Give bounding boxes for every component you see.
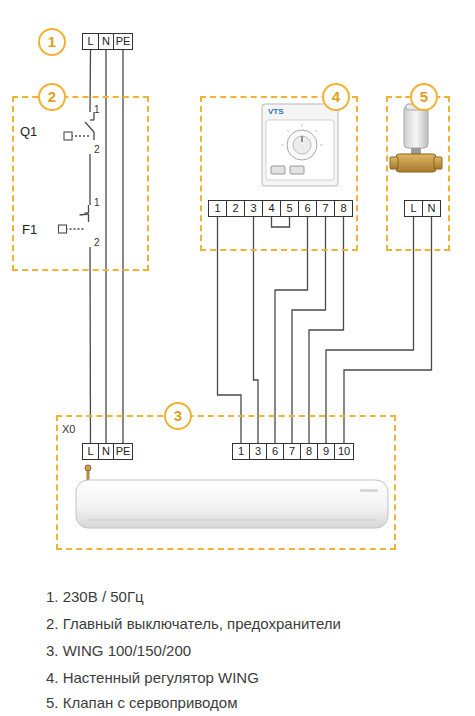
pin-number: 1 [94, 197, 100, 208]
pin-number: 2 [94, 237, 100, 248]
terminal: 7 [316, 200, 335, 217]
terminal-name: N [102, 34, 110, 49]
wire [272, 217, 290, 227]
pin-number: 2 [94, 144, 100, 155]
terminal: PE [113, 443, 133, 460]
terminal: 3 [249, 443, 267, 460]
air-curtain-picture [76, 465, 388, 528]
wire [105, 50, 106, 443]
terminal-name: 6 [304, 201, 310, 216]
dashed-group: Q1F1 2 [12, 96, 149, 271]
terminal-name: PE [116, 444, 131, 459]
wire [122, 50, 123, 443]
terminal-name: 9 [323, 444, 329, 459]
thermostat-picture [262, 104, 338, 186]
pin-number: 1 [94, 104, 100, 115]
dashed-group: 123456784 [200, 96, 358, 251]
callout-number: 2 [38, 83, 66, 111]
brand-logo: VTS [268, 107, 284, 116]
terminal-name: 6 [272, 444, 278, 459]
terminal-name: 8 [340, 201, 346, 216]
dashed-group: LN5 [386, 96, 450, 251]
terminal-name: 4 [268, 201, 274, 216]
terminal-name: 1 [214, 201, 220, 216]
trip-element [59, 225, 67, 233]
terminal-name: 3 [250, 201, 256, 216]
legend-line: 1. 230В / 50Гц [46, 588, 144, 605]
terminal-name: 7 [322, 201, 328, 216]
terminal-name: 3 [255, 444, 261, 459]
terminal: 5 [280, 200, 299, 217]
terminal-name: 7 [289, 444, 295, 459]
terminal: 7 [283, 443, 301, 460]
terminal: N [98, 33, 114, 50]
terminal: PE [113, 33, 133, 50]
terminal-name: 2 [232, 201, 238, 216]
symbol-stroke [80, 214, 89, 215]
symbol-stroke [90, 119, 94, 120]
terminal: 6 [298, 200, 317, 217]
terminal-name: L [410, 201, 416, 216]
terminal: N [98, 443, 114, 460]
symbol-stroke [67, 228, 84, 229]
terminal-name: 10 [338, 444, 350, 459]
terminal: 8 [300, 443, 318, 460]
terminal: 6 [266, 443, 284, 460]
terminal-name: 1 [238, 444, 244, 459]
legend-line: 5. Клапан с сервоприводом [46, 694, 237, 711]
legend-line: 4. Настенный регулятор WING [46, 669, 259, 686]
symbol-stroke [88, 205, 89, 213]
terminal: 8 [334, 200, 353, 217]
symbol-stroke [85, 212, 89, 213]
symbol-stroke [88, 214, 89, 222]
terminal: 9 [317, 443, 335, 460]
legend-line: 3. WING 100/150/200 [46, 642, 191, 659]
terminal-name: 8 [306, 444, 312, 459]
terminal: 4 [262, 200, 281, 217]
trip-element [64, 132, 72, 140]
callout-number: 4 [322, 83, 350, 111]
terminal: N [422, 200, 441, 217]
terminal-name: L [87, 34, 93, 49]
terminal-name: N [102, 444, 110, 459]
terminal: 1 [208, 200, 227, 217]
terminal-name: PE [116, 34, 131, 49]
symbol-stroke [93, 132, 94, 140]
symbol-stroke [72, 135, 89, 136]
wire [89, 50, 91, 112]
callout-number: 1 [48, 30, 56, 54]
dashed-group: LNPE136789103 [56, 415, 396, 550]
wire [89, 154, 90, 205]
terminal-block-name: X0 [62, 423, 75, 435]
terminal: L [82, 33, 99, 50]
switch-drawing [80, 112, 108, 140]
device-name: Q1 [20, 124, 37, 139]
symbol-stroke [85, 122, 94, 132]
wire [89, 247, 91, 443]
legend-line: 2. Главный выключатель, предохранители [46, 615, 341, 632]
valve-picture [390, 104, 442, 172]
device-name: F1 [22, 222, 37, 237]
callout-number: 5 [410, 83, 438, 111]
callout-number: 3 [164, 402, 192, 430]
terminal: 3 [244, 200, 263, 217]
terminal-name: L [87, 444, 93, 459]
terminal: 10 [334, 443, 354, 460]
terminal-name: N [428, 201, 436, 216]
terminal: L [82, 443, 99, 460]
terminal: 2 [226, 200, 245, 217]
terminal-name: 5 [286, 201, 292, 216]
terminal: L [404, 200, 423, 217]
terminal: 1 [232, 443, 250, 460]
callout-number: 1 [38, 28, 66, 56]
